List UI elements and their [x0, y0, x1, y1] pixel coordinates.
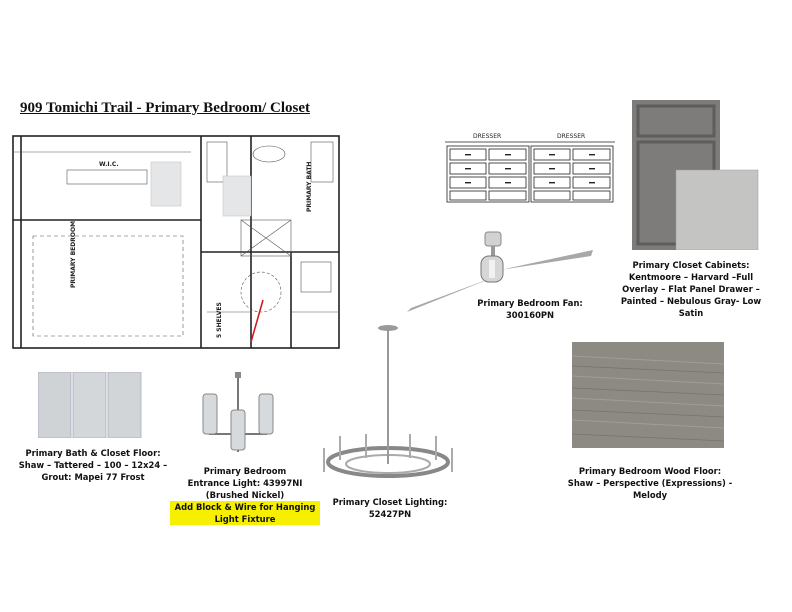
dresser-label-left: DRESSER: [473, 133, 501, 140]
floor-plan-image: W.I.C. PRIMARY BEDROOM PRIMARY BATH 5 SH…: [11, 132, 341, 352]
floorplan-shelves-label: 5 SHELVES: [216, 302, 223, 338]
floor-tile-caption: Primary Bath & Closet Floor: Shaw – Tatt…: [18, 448, 168, 482]
closet-light-caption: Primary Closet Lighting: 52427PN: [332, 497, 448, 519]
page-title: 909 Tomichi Trail - Primary Bedroom/ Clo…: [20, 100, 310, 116]
ceiling-fan-image: [407, 231, 593, 312]
floorplan-bath-label: PRIMARY BATH: [306, 162, 313, 212]
floorplan-bedroom-label: PRIMARY BEDROOM: [70, 221, 77, 288]
wood-floor-caption: Primary Bedroom Wood Floor: Shaw – Persp…: [567, 466, 733, 500]
entrance-light-caption: Primary Bedroom Entrance Light: 43997NI …: [187, 466, 303, 500]
wood-floor-sample-image: [572, 342, 724, 448]
cabinets-caption: Primary Closet Cabinets: Kentmoore – Har…: [620, 260, 762, 318]
entrance-note: Add Block & Wire for Hanging Light Fixtu…: [170, 501, 320, 525]
entrance-light-image: [202, 372, 274, 452]
floorplan-wic-label: W.I.C.: [99, 161, 119, 168]
cabinet-sample-image: [632, 100, 759, 250]
fan-caption: Primary Bedroom Fan: 300160PN: [477, 298, 583, 320]
closet-chandelier-image: [323, 325, 453, 478]
dresser-label-right: DRESSER: [557, 133, 585, 140]
dresser-drawing: DRESSER DRESSER: [445, 133, 615, 203]
floor-tile-sample-image: [38, 372, 142, 438]
